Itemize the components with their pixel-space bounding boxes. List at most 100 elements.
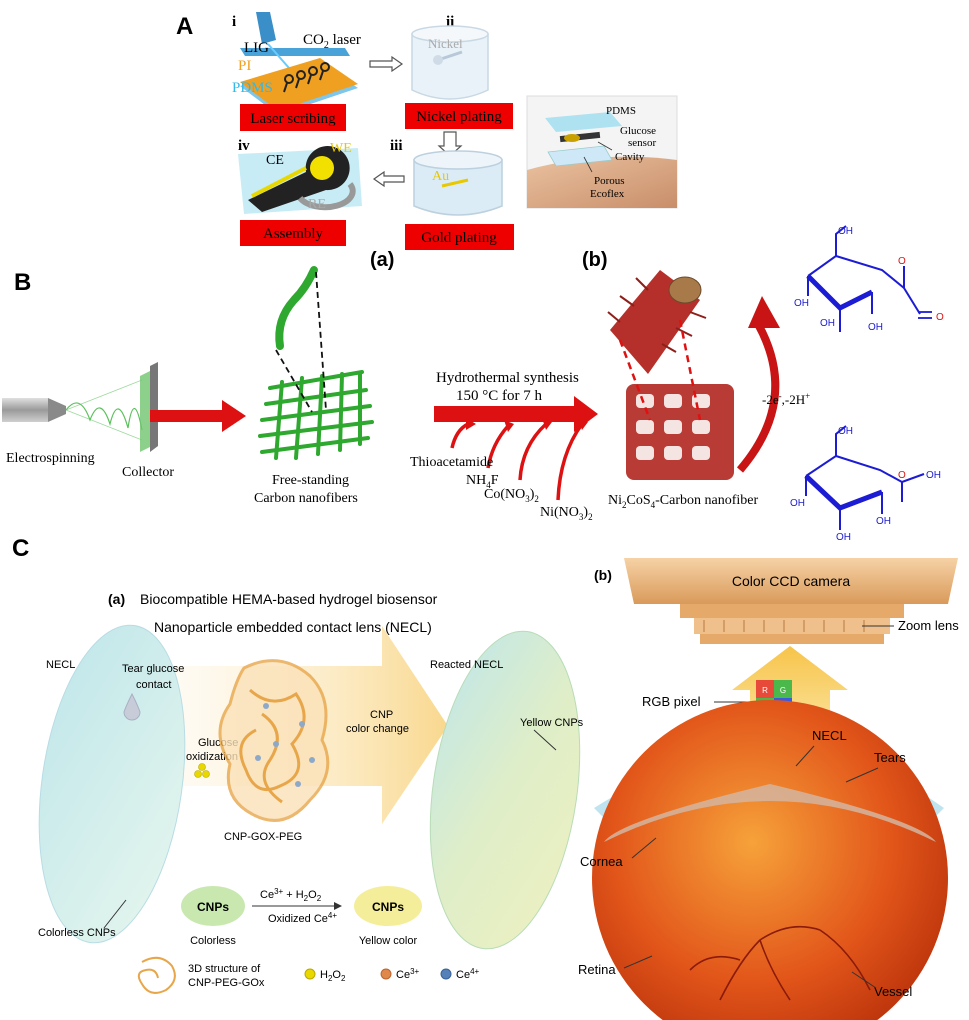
retina-label: Retina	[578, 962, 616, 977]
panel-c-title-1: Biocompatible HEMA-based hydrogel biosen…	[140, 591, 438, 607]
legend-ce4: Ce4+	[456, 967, 480, 981]
cnp-colorless-oval	[181, 886, 245, 926]
banner-assembly	[240, 220, 346, 246]
reagent-arrows	[450, 422, 584, 501]
process-arrow-2	[434, 396, 598, 432]
banner-laser-scribing	[240, 104, 346, 131]
reacted-necl-lens	[429, 630, 581, 950]
banner-assembly-text: Assembly	[263, 226, 324, 242]
necl-label: NECL	[46, 659, 75, 671]
cornea-layer	[604, 784, 936, 842]
legend-structure-icon	[137, 956, 176, 994]
mol-top-oh-1: OH	[838, 226, 853, 237]
mol-top-ring-o: O	[898, 256, 906, 267]
reagent-cono3: Co(NO3)2	[484, 487, 539, 504]
panel-c-sub-b-label: (b)	[594, 567, 612, 583]
inset-ecoflex: Ecoflex	[590, 188, 625, 200]
laser-head	[256, 12, 276, 44]
inset-sensor: sensor	[628, 137, 656, 149]
reagent-nh4f: NH4F	[466, 473, 499, 490]
ccd-camera	[624, 558, 958, 644]
tear-contact-2: contact	[136, 679, 171, 691]
eyeball	[592, 700, 948, 1020]
inset-cavity: Cavity	[615, 151, 645, 163]
wearable-inset	[526, 95, 678, 209]
lig-electrodes	[283, 62, 330, 93]
arrow-iii-iv	[372, 170, 405, 188]
lig-label: LIG	[244, 40, 269, 56]
banner-gold-plating	[405, 224, 514, 250]
assembled-sensor	[238, 146, 362, 214]
rgb-g1: G	[780, 686, 786, 695]
legend-h2o2: H2O2	[320, 969, 346, 983]
panel-b-label: B	[14, 269, 31, 296]
panel-a-label: A	[176, 13, 193, 40]
re-label: RE	[308, 197, 326, 212]
legend-structure-1: 3D structure of	[188, 963, 261, 975]
process-banners: Laser scribing Nickel plating Gold plati…	[240, 103, 514, 250]
step-i: i	[232, 14, 236, 30]
panel-c-label: C	[12, 535, 29, 562]
rgb-r: R	[762, 686, 768, 695]
laser-scribing-illustration	[240, 12, 358, 115]
glucose-molecule	[804, 425, 925, 530]
banner-nickel-plating	[405, 103, 513, 129]
ni2cos4-nanofiber	[607, 270, 734, 480]
cnps-right: CNPs	[372, 900, 404, 914]
mol-top-oh-4: OH	[868, 322, 883, 333]
cnp-reaction-arrowhead	[334, 902, 342, 910]
legend-ce3: Ce3+	[396, 967, 420, 981]
reagent-nino3: Ni(NO3)2	[540, 505, 593, 522]
pdms-label: PDMS	[232, 80, 273, 96]
reaction-arrowhead	[748, 296, 780, 328]
cornea-label: Cornea	[580, 854, 623, 869]
process-arrows	[369, 55, 463, 188]
legend-ce4-dot	[440, 968, 452, 980]
complex-label: CNP-GOX-PEG	[224, 831, 302, 843]
banner-laser-scribing-text: Laser scribing	[250, 111, 336, 127]
necl-right-label: NECL	[812, 728, 847, 743]
laser-arm	[240, 48, 350, 56]
retina-pointer	[623, 955, 653, 969]
rxn-top: Ce3+ + H2O2	[260, 887, 322, 903]
banner-gold-plating-text: Gold plating	[421, 230, 497, 246]
necl-lens	[38, 624, 186, 944]
legend-h2o2-dot	[304, 968, 316, 980]
ce-label: CE	[266, 153, 284, 168]
fiber-label-1: Free-standing	[272, 473, 349, 488]
yellow-cnps-pointer	[533, 729, 557, 751]
vessel-label: Vessel	[874, 984, 912, 999]
step-iii: iii	[390, 138, 403, 154]
inset-glucose: Glucose	[620, 125, 656, 137]
reacted-label: Reacted NECL	[430, 659, 503, 671]
nanofiber-mesh	[258, 370, 374, 460]
banner-nickel-plating-text: Nickel plating	[416, 109, 502, 125]
colorless-cnps-pointer	[103, 899, 127, 929]
inset-pdms: PDMS	[606, 105, 636, 117]
rxn-bottom: Oxidized Ce4+	[268, 911, 337, 925]
step-iv: iv	[238, 138, 250, 154]
reagent-arrowheads	[466, 418, 588, 432]
mol-bot-oh-5: OH	[926, 470, 941, 481]
mol-top-carbonyl-o: O	[936, 312, 944, 323]
inset-porous: Porous	[594, 175, 625, 187]
cnp-change-1: CNP	[370, 709, 393, 721]
cnp-change-2: color change	[346, 723, 409, 735]
mol-bot-ring-o: O	[898, 470, 906, 481]
rgb-pixel-label: RGB pixel	[642, 694, 701, 709]
legend-structure-2: CNP-PEG-GOx	[188, 977, 265, 989]
electrospinning-label: Electrospinning	[6, 451, 95, 466]
pi-label: PI	[238, 58, 251, 74]
cnps-left: CNPs	[197, 900, 229, 914]
mol-bot-oh-3: OH	[836, 532, 851, 543]
nickel-label: Nickel	[428, 36, 463, 51]
tears-label: Tears	[874, 750, 906, 765]
mol-bot-oh-4: OH	[876, 516, 891, 527]
gold-label: Au	[432, 169, 449, 184]
cnp-gox-peg-structure	[218, 659, 330, 822]
tear-contact-1: Tear glucose	[122, 663, 184, 675]
cnp-yellow-oval	[354, 886, 422, 926]
mol-top-oh-3: OH	[820, 318, 835, 329]
process-arrow-1	[150, 400, 246, 432]
